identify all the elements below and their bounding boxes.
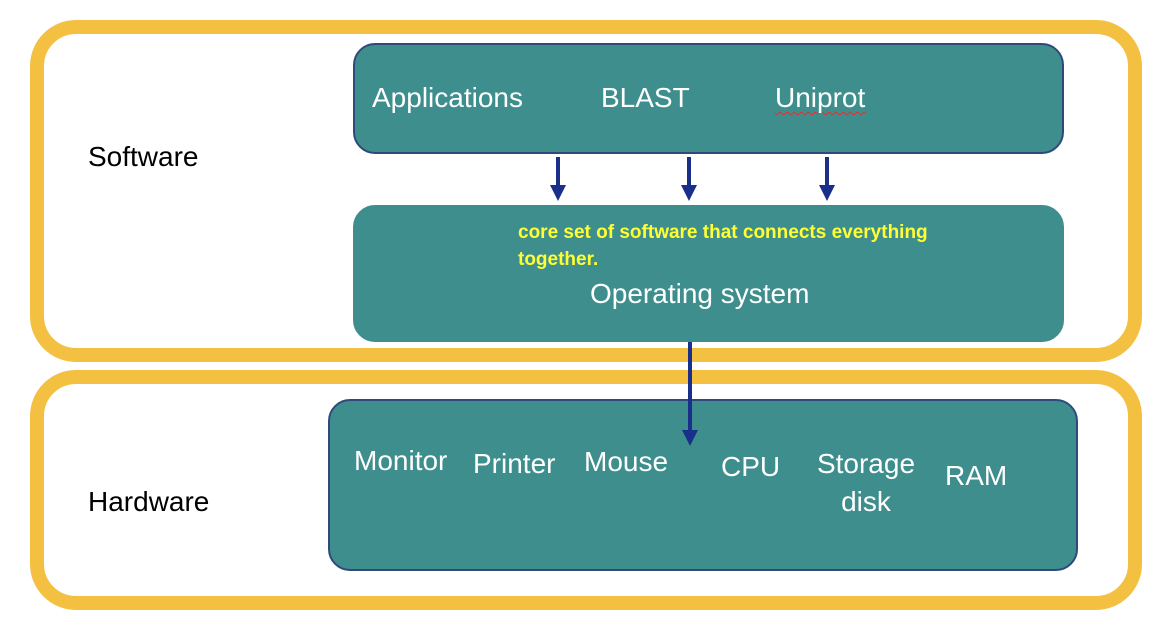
hardware-item-ram: RAM — [945, 460, 1008, 491]
hardware-item-mouse: Mouse — [584, 446, 669, 477]
hardware-layer-label: Hardware — [88, 486, 210, 517]
blast-label: BLAST — [601, 82, 690, 113]
hardware-item-storage-disk: Storage disk — [816, 448, 916, 517]
hardware-item-monitor: Monitor — [354, 445, 448, 476]
operating-system-note: core set of software that connects every… — [518, 222, 928, 270]
operating-system-label: Operating system — [590, 278, 810, 309]
uniprot-label: Uniprot — [775, 82, 866, 113]
hardware-item-printer: Printer — [473, 448, 556, 479]
software-layer-label: Software — [88, 141, 199, 172]
hardware-item-cpu: CPU — [721, 451, 781, 482]
operating-system-box — [353, 205, 1064, 342]
hardware-box — [328, 399, 1078, 571]
applications-label: Applications — [372, 82, 523, 113]
applications-box — [353, 43, 1064, 154]
